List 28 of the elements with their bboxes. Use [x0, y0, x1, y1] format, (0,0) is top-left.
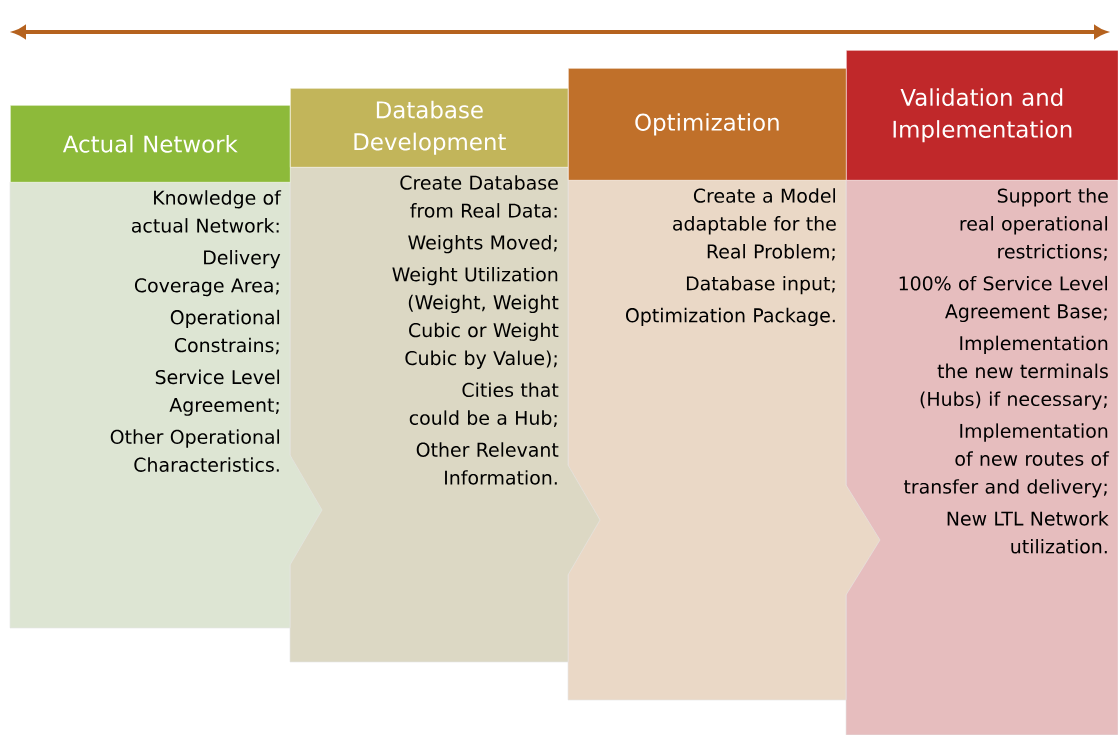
list-item: Weights Moved;	[408, 235, 557, 254]
list-item: Other Relevant Information.	[416, 442, 559, 485]
list-item: Implementation of new routes of transfer and delivery;	[903, 423, 1110, 498]
heading: Actual Network	[62, 134, 238, 153]
list-item: Create a Model adaptable for the Real Problem;	[673, 188, 836, 261]
list-item: 100% of Service Level Agreement Base;	[899, 275, 1107, 323]
list-item: New LTL Network utilization.	[947, 511, 1109, 554]
heading: Database Development	[354, 100, 506, 155]
list-item: Service Level Agreement;	[155, 369, 280, 416]
list-item: Implementation the new terminals (Hubs) if necessary;	[920, 335, 1108, 410]
header-box	[10, 105, 291, 183]
heading: Optimization	[635, 113, 779, 136]
header-box	[290, 88, 569, 168]
list-item: Weight Utilization (Weight, Weight Cubic or Weight Cubic by Value);	[392, 266, 559, 369]
list-item: Optimization Package.	[626, 307, 835, 327]
list-item: Knowledge of actual Network:	[131, 190, 282, 233]
header-box	[568, 68, 847, 181]
list-item: Other Operational Characteristics.	[110, 429, 280, 472]
list-item: Delivery Coverage Area;	[134, 250, 281, 297]
list-item: Database input;	[686, 275, 835, 295]
list-item: Operational Constrains;	[170, 309, 280, 355]
header-box	[846, 50, 1118, 181]
list-item: Cities that could be a Hub;	[409, 382, 559, 427]
heading: Validation and Implementation	[893, 88, 1072, 143]
chevron-panel	[9, 181, 323, 629]
list-item: Support the real operational restrictions;	[960, 188, 1108, 261]
chevron-panel	[845, 179, 1118, 735]
list-item: Create Database from Real Data:	[400, 175, 558, 218]
